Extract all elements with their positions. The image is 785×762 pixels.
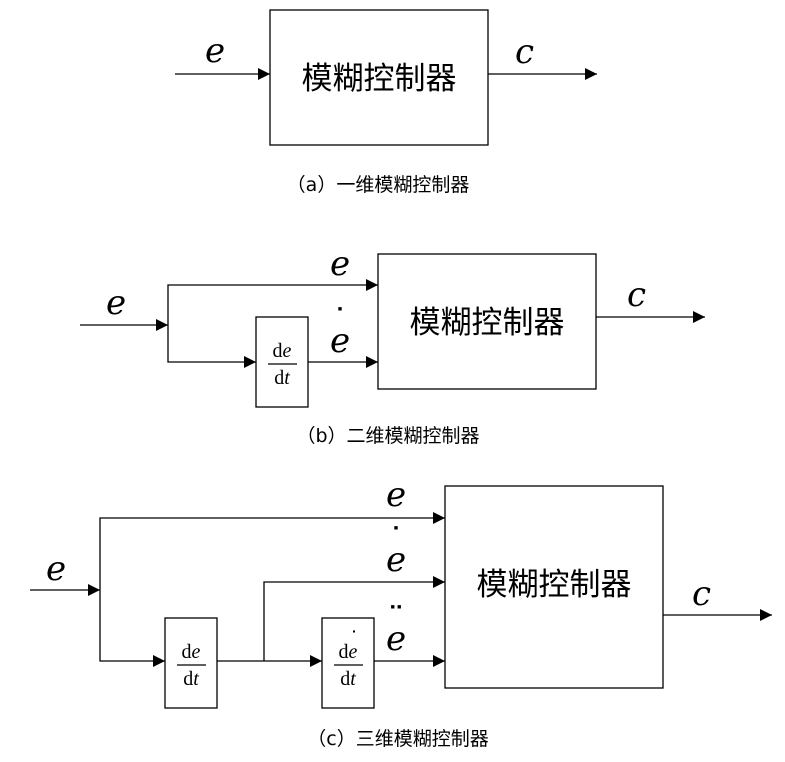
second-derivative-box-c <box>321 617 375 709</box>
derivative-box-b <box>255 316 309 408</box>
input-e-b: e <box>106 283 126 323</box>
bottom-eddot-dots-c: ¨ <box>388 600 405 640</box>
fuzzy-controller-box-a <box>269 9 489 146</box>
branch-top-c <box>99 512 445 590</box>
second-derivative-denominator-c: dt <box>340 668 356 690</box>
diagram-a: e 模糊控制器 c （a）一维模糊控制器 <box>175 9 597 196</box>
fuzzy-controller-label-b: 模糊控制器 <box>410 305 565 341</box>
second-derivative-numerator-c: de <box>339 641 358 663</box>
bottom-eddot-e-c: e <box>386 619 406 659</box>
caption-b: （b）二维模糊控制器 <box>296 425 479 447</box>
derivative-numerator-b: de <box>273 340 292 362</box>
first-derivative-denominator-c: dt <box>183 668 199 690</box>
fuzzy-controller-label-c: 模糊控制器 <box>477 567 632 603</box>
derivative-denominator-b: dt <box>274 367 290 389</box>
fuzzy-controller-label-a: 模糊控制器 <box>302 61 457 97</box>
second-derivative-numerator-dot-c: ˙ <box>349 627 359 651</box>
middle-edot-dot-c: ˙ <box>388 521 405 561</box>
edot-e-b: e <box>330 321 350 361</box>
diagram-c: e e de dt e ˙ de ˙ dt e ¨ 模糊控制器 c （c）三维模… <box>30 475 772 750</box>
first-derivative-box-c <box>164 617 218 709</box>
caption-c: （c）三维模糊控制器 <box>307 728 488 750</box>
caption-a: （a）一维模糊控制器 <box>287 174 470 196</box>
edot-dot-b: ˙ <box>332 302 349 342</box>
first-derivative-numerator-c: de <box>182 641 201 663</box>
input-e-c: e <box>46 549 66 589</box>
fuzzy-controller-box-b <box>377 253 597 390</box>
output-c-b: c <box>627 275 646 315</box>
branch-to-first-derivative-c <box>99 590 165 667</box>
branch-upper-b <box>167 279 378 325</box>
output-c-a: c <box>515 32 534 72</box>
branch-lower-b <box>167 325 256 368</box>
branch-middle-c <box>263 576 445 661</box>
middle-edot-e-c: e <box>386 540 406 580</box>
input-e-a: e <box>205 31 225 71</box>
fuzzy-controller-box-c <box>444 485 664 689</box>
upper-e-b: e <box>330 244 350 284</box>
diagram-b: e e de dt e ˙ 模糊控制器 c （b）二维模糊控制器 <box>80 244 705 447</box>
top-e-c: e <box>386 475 406 515</box>
output-c-c: c <box>692 574 711 614</box>
